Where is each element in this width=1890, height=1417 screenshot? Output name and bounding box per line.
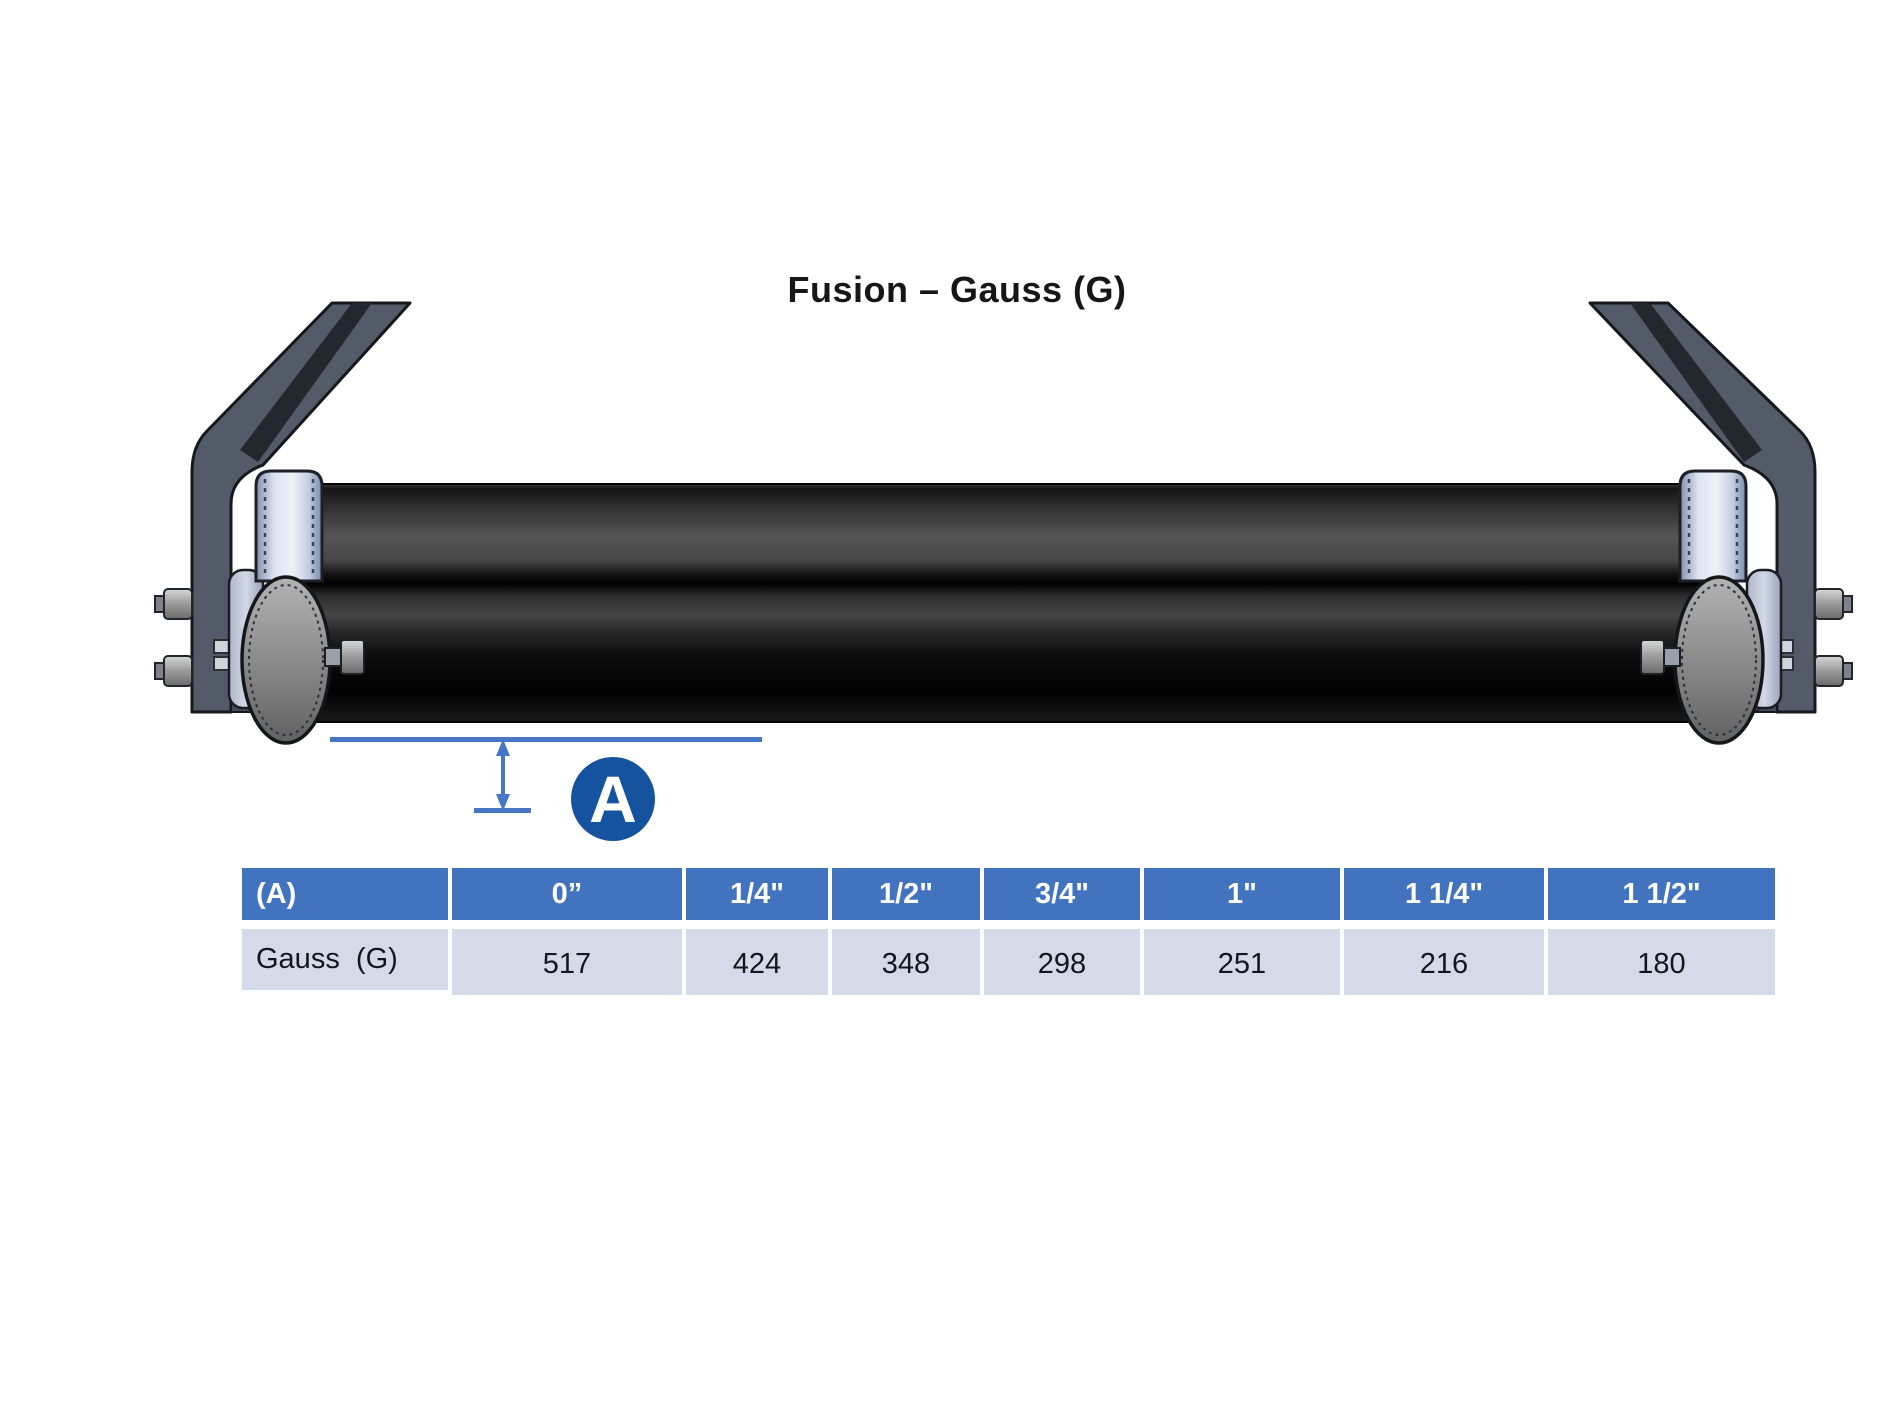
dimension-base-tick: [474, 808, 531, 813]
left-arm-groove: [240, 303, 372, 462]
dimension-badge-letter: A: [589, 762, 637, 836]
left-mount-bolts: [154, 588, 230, 687]
value-cell-4: 251: [1144, 929, 1340, 995]
header-cell-4: 3/4": [984, 868, 1140, 920]
value-cell-3: 298: [984, 929, 1140, 995]
right-bracket: [1678, 469, 1748, 583]
value-cell-2: 348: [832, 929, 980, 995]
left-end-disc: [240, 575, 332, 745]
header-cell-5: 1": [1144, 868, 1340, 920]
dimension-reference-line: [330, 737, 762, 742]
value-cell-1: 424: [686, 929, 828, 995]
page-title: Fusion – Gauss (G): [787, 269, 1127, 311]
header-cell-6: 1 1/4": [1344, 868, 1544, 920]
row-label-cell: Gauss (G): [242, 929, 448, 990]
right-arm-groove: [1630, 303, 1762, 462]
gauss-table-header-row: (A)0”1/4"1/2"3/4"1"1 1/4"1 1/2": [242, 868, 1775, 920]
left-bracket: [254, 469, 324, 583]
header-cell-7: 1 1/2": [1548, 868, 1775, 920]
value-cell-0: 517: [452, 929, 682, 995]
dimension-arrow: [496, 739, 510, 811]
right-end-disc: [1673, 575, 1765, 745]
dimension-badge: A: [571, 757, 655, 841]
dimension-annotation: A: [330, 737, 762, 841]
roller-tube: [299, 483, 1701, 723]
left-axle-bolt: [324, 639, 365, 675]
value-cell-6: 180: [1548, 929, 1775, 995]
header-cell-3: 1/2": [832, 868, 980, 920]
right-mount-bolts: [1777, 588, 1853, 687]
header-cell-2: 1/4": [686, 868, 828, 920]
value-cell-5: 216: [1344, 929, 1544, 995]
right-axle-bolt: [1640, 639, 1681, 675]
gauss-table: (A)0”1/4"1/2"3/4"1"1 1/4"1 1/2" Gauss (G…: [242, 868, 1775, 995]
header-cell-1: 0”: [452, 868, 682, 920]
header-cell-0: (A): [242, 868, 448, 920]
